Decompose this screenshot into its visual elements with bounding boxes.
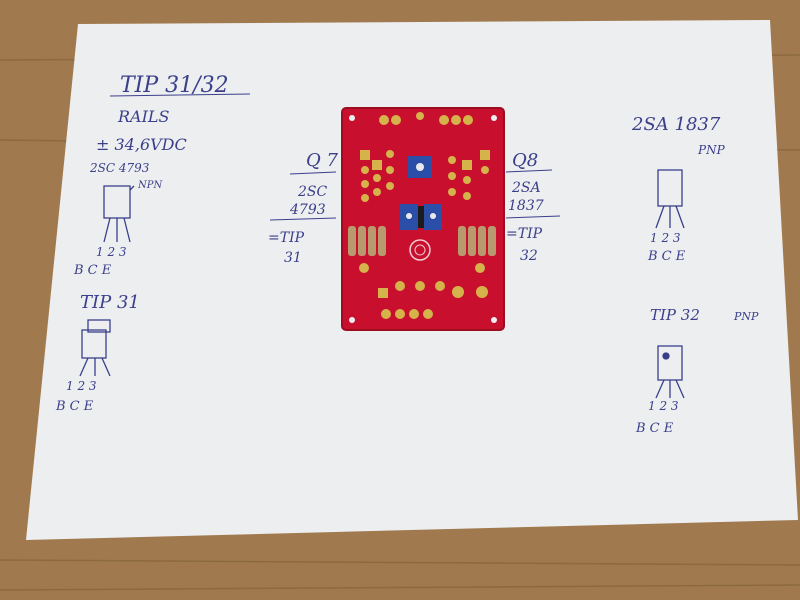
right-bottom-part: TIP 32 xyxy=(650,306,700,324)
right-pad-columns xyxy=(448,150,490,200)
right-bottom-transistor-sketch xyxy=(655,345,685,399)
right-bottom-pin-numbers: 1 2 3 xyxy=(648,399,679,413)
q8-part-prefix: 2SA xyxy=(511,180,541,196)
q8-equivalent: =TIP xyxy=(506,226,543,242)
left-top-pin-names: B C E xyxy=(73,263,112,278)
rails-value: ± 34,6VDC xyxy=(96,135,187,154)
left-top-pin-numbers: 1 2 3 xyxy=(96,245,127,259)
q8-part-number: 1837 xyxy=(508,198,544,214)
left-top-type: NPN xyxy=(137,180,163,191)
left-bottom-transistor-sketch xyxy=(79,319,111,377)
right-bottom-pin-names: B C E xyxy=(635,421,674,436)
right-top-pin-numbers: 1 2 3 xyxy=(650,231,681,245)
q7-part-number: 4793 xyxy=(289,202,326,218)
left-top-part: 2SC 4793 xyxy=(89,161,150,175)
q7-part-prefix: 2SC xyxy=(297,184,327,200)
title-note: TIP 31/32 xyxy=(120,73,229,98)
q8-label: Q8 xyxy=(512,150,538,171)
q8-equivalent-number: 32 xyxy=(520,248,538,264)
q7-equivalent-number: 31 xyxy=(284,250,302,266)
right-top-transistor-sketch xyxy=(655,169,685,229)
left-top-transistor-sketch xyxy=(103,185,135,243)
q7-label: Q 7 xyxy=(306,150,338,171)
right-resistors xyxy=(458,226,496,256)
top-connector-pads xyxy=(379,112,473,125)
board-logo xyxy=(409,239,431,261)
left-bottom-pin-names: B C E xyxy=(55,399,94,414)
left-resistors xyxy=(348,226,386,256)
right-bottom-type: PNP xyxy=(733,310,759,323)
left-bottom-pin-numbers: 1 2 3 xyxy=(66,379,97,393)
lower-pads xyxy=(359,263,488,319)
right-top-pin-names: B C E xyxy=(647,249,686,264)
q7-equivalent: =TIP xyxy=(268,230,305,246)
right-top-type: PNP xyxy=(697,143,726,157)
rails-label: RAILS xyxy=(117,107,170,126)
left-bottom-part: TIP 31 xyxy=(80,292,140,313)
pcb-board xyxy=(341,107,505,331)
left-pad-columns xyxy=(360,150,394,202)
right-top-part: 2SA 1837 xyxy=(631,114,721,135)
